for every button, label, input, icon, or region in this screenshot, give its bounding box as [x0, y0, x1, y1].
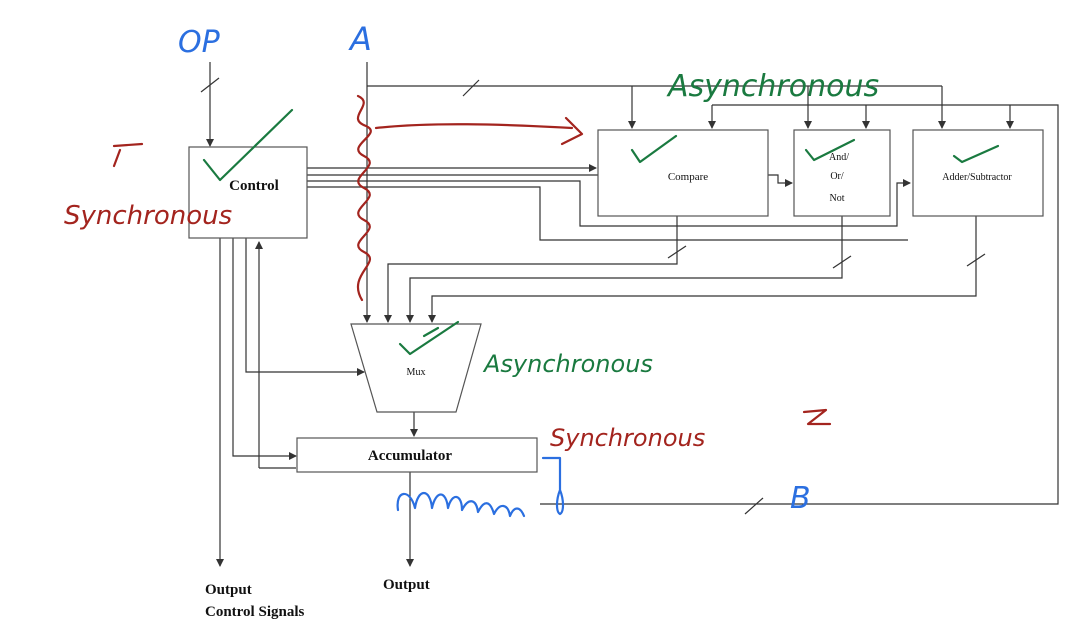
output-label: Output: [383, 577, 430, 593]
a-annotation: A: [348, 20, 372, 58]
check-and-or-not: [804, 138, 856, 162]
check-mux: [398, 320, 460, 356]
red-arrow-to-compare: [374, 116, 584, 146]
b-annotation: B: [790, 481, 811, 516]
asynchronous-mux-annotation: Asynchronous: [482, 350, 653, 378]
accumulator-label: Accumulator: [368, 448, 452, 464]
synchronous-left-annotation: Synchronous: [64, 201, 232, 231]
adder-subtractor-block: Adder/Subtractor: [912, 129, 1044, 217]
compare-label: Compare: [668, 171, 708, 183]
and-or-not-block: And/ Or/ Not: [793, 129, 891, 217]
and-label: And/: [829, 152, 849, 163]
wiring: [200, 62, 1059, 567]
control-signals-output-label-2: Control Signals: [205, 604, 304, 620]
or-label: Or/: [830, 171, 844, 182]
control-label: Control: [229, 178, 279, 194]
control-signals-output-label-1: Output: [205, 582, 252, 598]
red-bracket-right: [802, 408, 832, 426]
mux-label: Mux: [407, 367, 426, 378]
red-squiggle-down: [356, 94, 372, 302]
mux-block: Mux: [350, 323, 482, 413]
adder-subtractor-label: Adder/Subtractor: [942, 172, 1012, 183]
asynchronous-top-annotation: Asynchronous: [666, 69, 879, 104]
blue-scribble: [396, 491, 526, 518]
synchronous-right-annotation: Synchronous: [550, 424, 705, 452]
op-annotation: OP: [178, 25, 221, 60]
red-bracket-left: [112, 142, 144, 168]
accumulator-block: Accumulator: [296, 437, 538, 473]
check-compare: [630, 134, 678, 164]
not-label: Not: [830, 193, 845, 204]
blue-bracket: [541, 456, 565, 516]
check-adder: [952, 144, 1000, 164]
control-block: Control: [188, 146, 308, 239]
check-control: [202, 108, 294, 182]
compare-block: Compare: [597, 129, 769, 217]
